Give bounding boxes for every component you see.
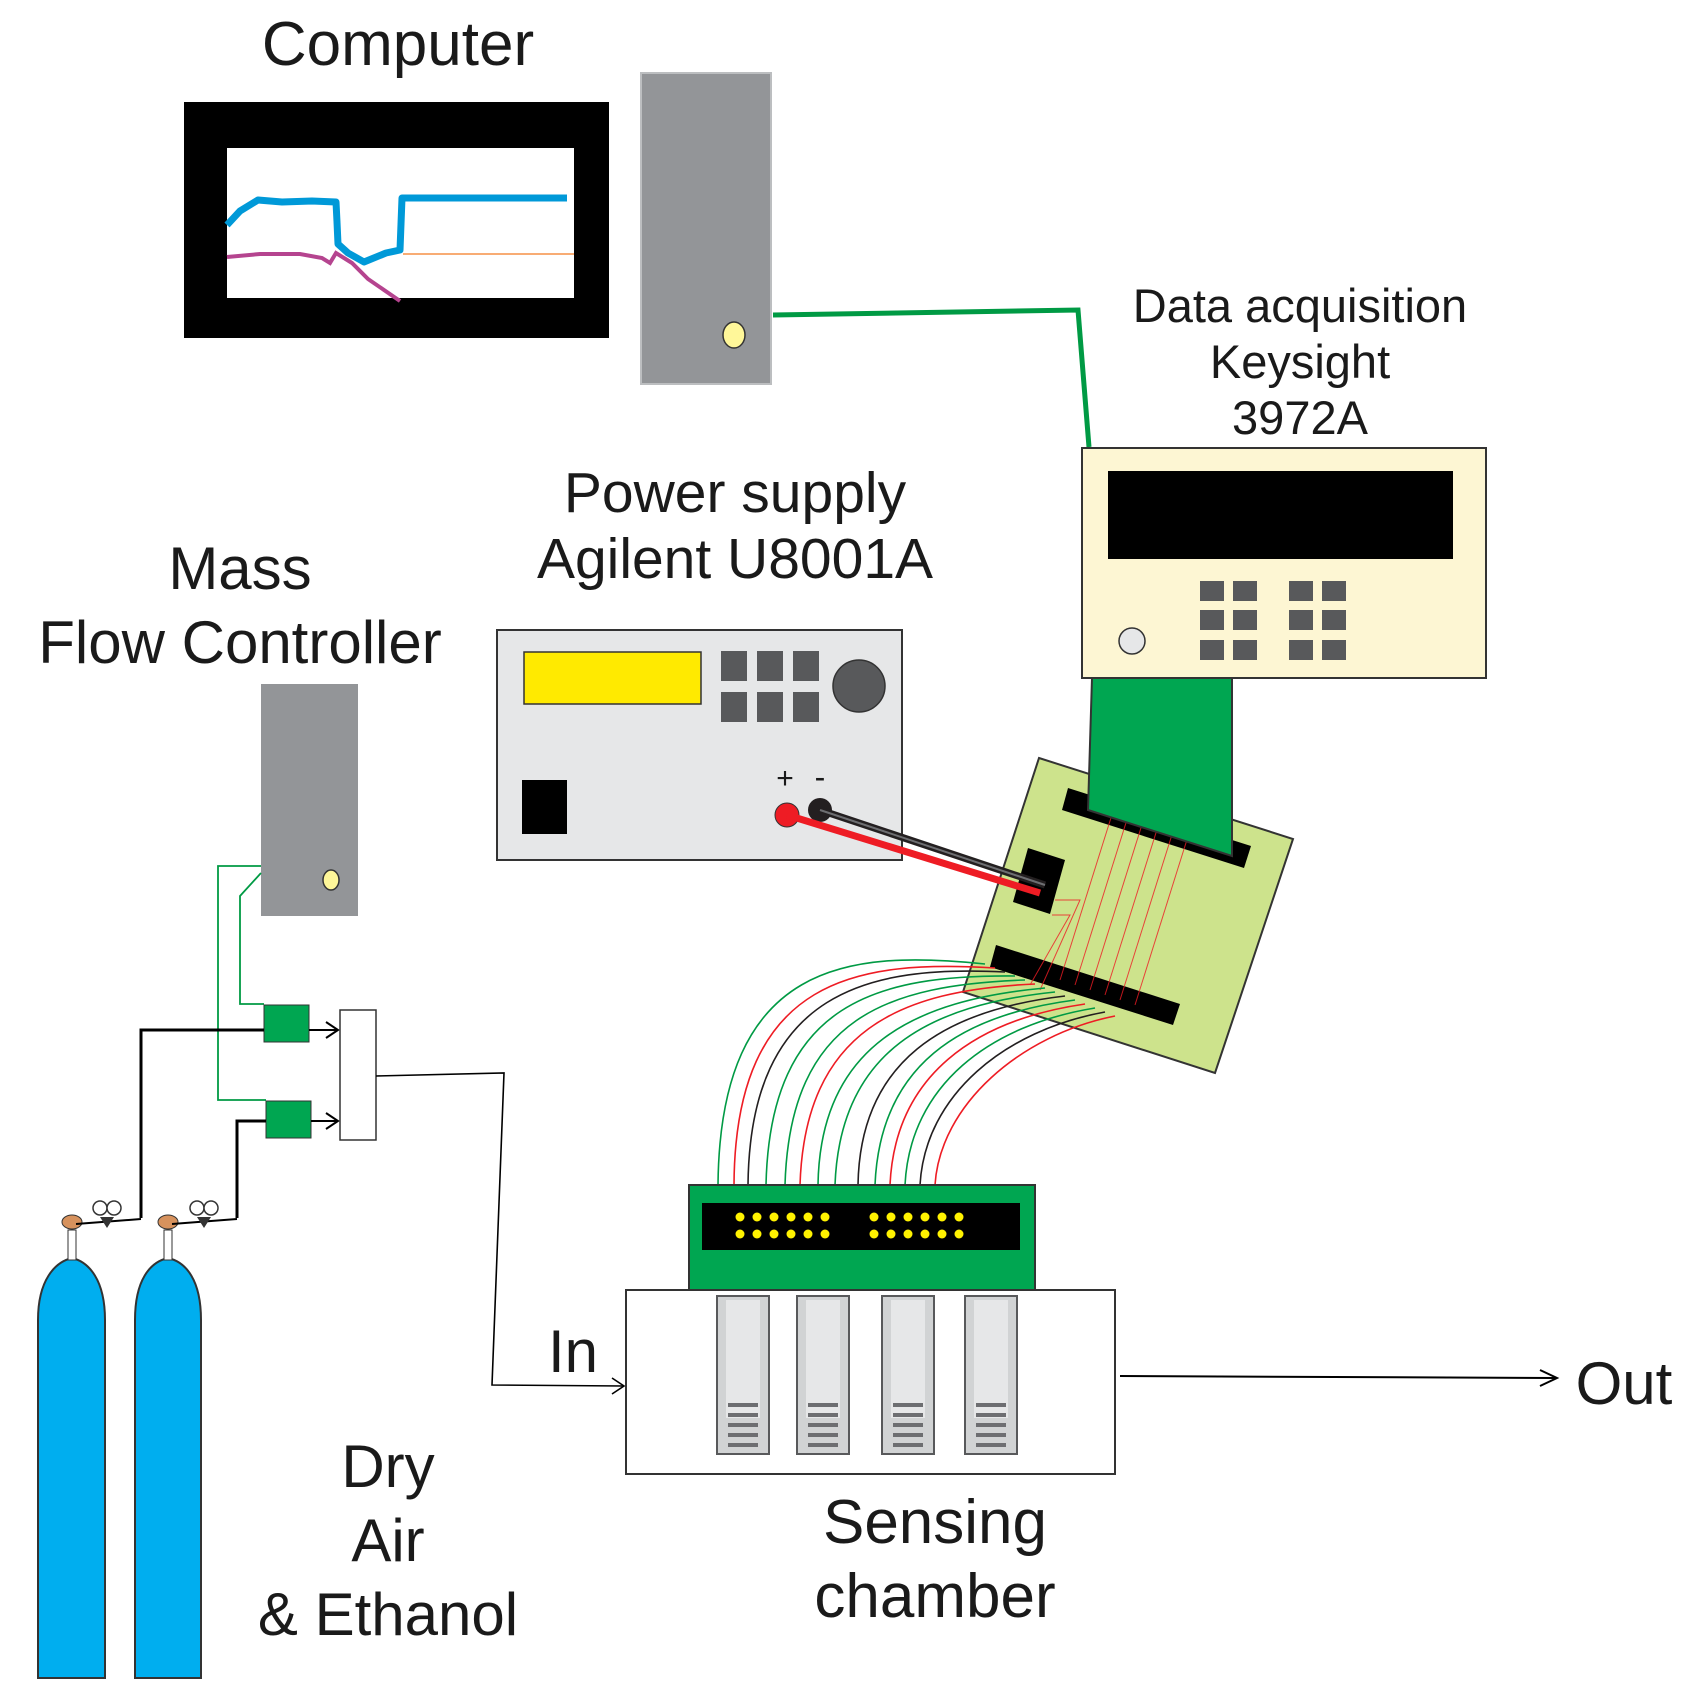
computer-monitor (184, 102, 609, 338)
mass-flow-controller (261, 684, 358, 916)
sensor-1 (716, 1295, 770, 1455)
gas-mixer (339, 1009, 377, 1141)
mfc-control-wires (217, 865, 266, 1101)
sensor-3 (881, 1295, 935, 1455)
pcb-traces (1029, 804, 1191, 1006)
psu-knob (832, 659, 886, 713)
psu-power-switch (522, 780, 567, 834)
lead-red (785, 811, 1042, 897)
label-data-acquisition: Data acquisition Keysight 3972A (1132, 279, 1468, 444)
daq-power-knob (1118, 627, 1146, 655)
label-inlet: In (547, 1318, 599, 1385)
gas-line-to-chamber (375, 1072, 626, 1395)
screen-blue-trace (224, 194, 567, 266)
ribbon-cable (1086, 677, 1233, 858)
daq-keypad (1200, 581, 1346, 660)
sensor-2 (796, 1295, 850, 1455)
gas-cylinder-1 (37, 1200, 142, 1679)
flow-valve-1 (263, 1004, 310, 1043)
label-mass-flow-controller: Mass Flow Controller (38, 535, 442, 676)
computer-tower (640, 72, 772, 385)
label-outlet: Out (1575, 1350, 1673, 1417)
psu-keypad (721, 651, 819, 722)
flow-valve-2 (265, 1100, 312, 1139)
label-gas-source: Dry Air & Ethanol (257, 1433, 519, 1648)
label-sensing-chamber: Sensing chamber (814, 1488, 1056, 1631)
sensor-4 (964, 1295, 1018, 1455)
sensor-connector-board (688, 1184, 1036, 1292)
data-acquisition-unit (1081, 447, 1487, 679)
regulator-2 (189, 1200, 219, 1228)
screen-magenta-trace (226, 250, 402, 303)
outlet-arrow (1119, 1369, 1560, 1387)
terminal-plus-label: + (776, 762, 794, 795)
label-power-supply: Power supply Agilent U8001A (536, 461, 934, 591)
sensor-wires (717, 959, 1116, 1186)
gas-cylinder-2 (134, 1200, 238, 1679)
gas-lines (139, 1028, 266, 1218)
usb-cable (772, 307, 1092, 448)
connector-pins (735, 1212, 964, 1239)
terminal-minus-label: - (814, 759, 826, 795)
power-supply (496, 629, 903, 861)
sensing-chamber (625, 1289, 1116, 1475)
regulator-1 (92, 1200, 122, 1228)
label-computer: Computer (261, 10, 535, 79)
